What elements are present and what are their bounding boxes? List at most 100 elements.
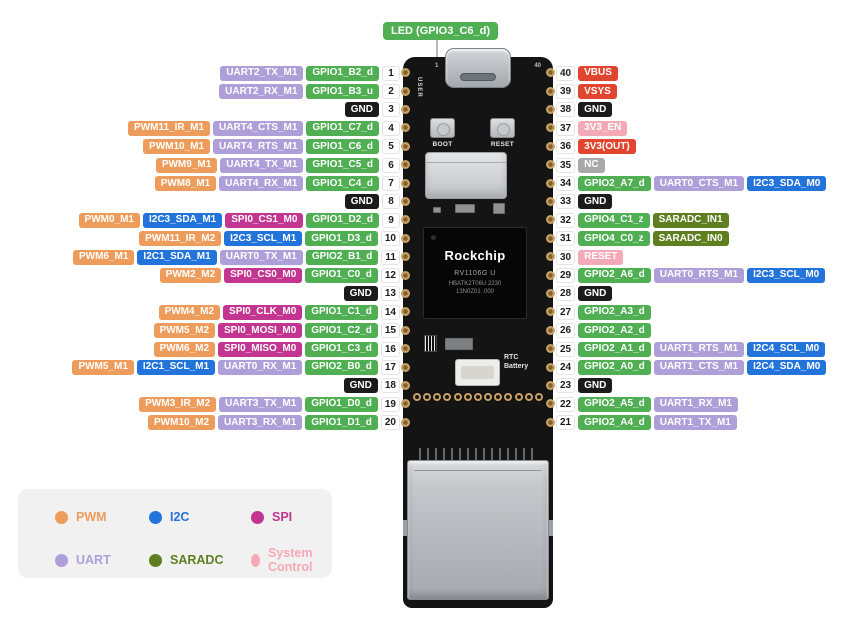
pin-number: 32 xyxy=(556,212,576,228)
pin-function-label: GPIO1_D3_d xyxy=(305,231,378,247)
pin-number: 29 xyxy=(556,267,576,283)
pin-function-label: UART4_CTS_M1 xyxy=(213,120,304,136)
pin-number: 15 xyxy=(380,323,400,339)
through-hole xyxy=(514,393,523,401)
pin-function-label: I2C3_SCL_M0 xyxy=(747,267,826,283)
pin-function-label: UART2_RX_M1 xyxy=(219,84,304,100)
pin-number: 3 xyxy=(382,102,400,118)
legend-item-i2c: I2C xyxy=(149,510,251,524)
pin-function-label: GPIO1_C7_d xyxy=(306,120,379,136)
castellated-pad xyxy=(401,86,410,96)
pin-function-label: GPIO2_A5_d xyxy=(578,396,651,412)
pin-function-label: I2C3_SCL_M1 xyxy=(224,231,303,247)
pin-function-label: GPIO1_C5_d xyxy=(306,157,379,173)
pin-number: 23 xyxy=(556,378,576,394)
legend-item-pwm: PWM xyxy=(55,510,149,524)
pin-function-label: PWM10_M2 xyxy=(148,415,216,431)
castellated-pad xyxy=(401,141,410,151)
chip-pin1-dot xyxy=(431,235,436,240)
pin-number: 16 xyxy=(380,341,400,357)
castellated-pad xyxy=(546,307,555,317)
ethernet-tab xyxy=(548,520,553,536)
uart-legend-dot xyxy=(55,553,68,567)
pin-function-label: I2C1_SDA_M1 xyxy=(137,249,217,265)
legend-item-saradc: SARADC xyxy=(149,546,251,574)
pin-number: 9 xyxy=(382,212,400,228)
pin-function-label: PWM4_M2 xyxy=(158,304,221,320)
pin-number: 40 xyxy=(556,65,576,81)
reset-button xyxy=(490,118,515,138)
pin-function-label: UART0_RX_M1 xyxy=(218,359,303,375)
pin-function-label: UART1_TX_M1 xyxy=(653,415,737,431)
pin-function-label: SARADC_IN1 xyxy=(652,212,729,228)
pin-number: 4 xyxy=(382,120,400,136)
through-hole xyxy=(504,393,513,401)
pin-number: 11 xyxy=(381,249,400,265)
pin-function-label: SPI0_MISO_M0 xyxy=(218,341,303,357)
led-pointer-line xyxy=(436,40,438,58)
boot-button-label: BOOT xyxy=(432,141,453,148)
usb-c-port xyxy=(445,48,511,88)
through-hole xyxy=(494,393,503,401)
chip-brand-text: Rockchip xyxy=(444,248,506,263)
castellated-pad xyxy=(546,86,555,96)
through-hole xyxy=(413,393,421,401)
pin-function-label: SPI0_CS1_M0 xyxy=(225,212,304,228)
pin-number: 25 xyxy=(556,341,576,357)
pin-number: 34 xyxy=(556,176,576,192)
pin-number: 13 xyxy=(380,286,400,302)
pin-number: 6 xyxy=(382,157,400,173)
legend-label: UART xyxy=(76,553,111,567)
pin-function-label: GND xyxy=(344,194,379,210)
legend-label: PWM xyxy=(76,510,107,524)
pin-function-label: UART0_CTS_M1 xyxy=(653,176,745,192)
smd-component xyxy=(493,203,505,214)
castellated-pad xyxy=(401,123,410,133)
pin-function-label: UART4_RX_M1 xyxy=(219,176,304,192)
pin-function-label: UART1_RX_M1 xyxy=(653,396,738,412)
pin-function-label: GND xyxy=(343,378,378,394)
smd-component xyxy=(455,204,475,213)
castellated-pad xyxy=(546,362,555,372)
pin-number: 36 xyxy=(556,139,576,155)
through-hole xyxy=(484,393,493,401)
castellated-pad xyxy=(546,141,555,151)
smd-component xyxy=(433,207,441,213)
pin-function-label: UART3_TX_M1 xyxy=(219,396,303,412)
pin-function-label: UART4_RTS_M1 xyxy=(213,139,304,155)
castellated-pad xyxy=(401,68,410,78)
pin-function-label: NC xyxy=(578,157,605,173)
spi-legend-dot xyxy=(251,510,264,524)
pin-function-label: PWM11_IR_M2 xyxy=(139,231,222,247)
pin-number: 24 xyxy=(556,359,576,375)
pin-function-label: PWM3_IR_M2 xyxy=(139,396,217,412)
reset-button-label: RESET xyxy=(490,141,515,148)
pin-number: 17 xyxy=(380,359,400,375)
pin-number: 31 xyxy=(556,231,576,247)
pin-number: 30 xyxy=(556,249,576,265)
pin-number: 1 xyxy=(382,65,400,81)
pin-function-label: GND xyxy=(578,194,613,210)
pin-function-label: UART2_TX_M1 xyxy=(220,65,304,81)
ethernet-connector xyxy=(403,448,553,600)
through-hole xyxy=(453,393,462,401)
pin-number: 5 xyxy=(382,139,400,155)
pin-function-label: SARADC_IN0 xyxy=(652,231,729,247)
castellated-pad xyxy=(546,325,555,335)
castellated-pad xyxy=(401,362,410,372)
pin-function-label: I2C1_SCL_M1 xyxy=(136,359,216,375)
castellated-pad xyxy=(546,68,555,78)
